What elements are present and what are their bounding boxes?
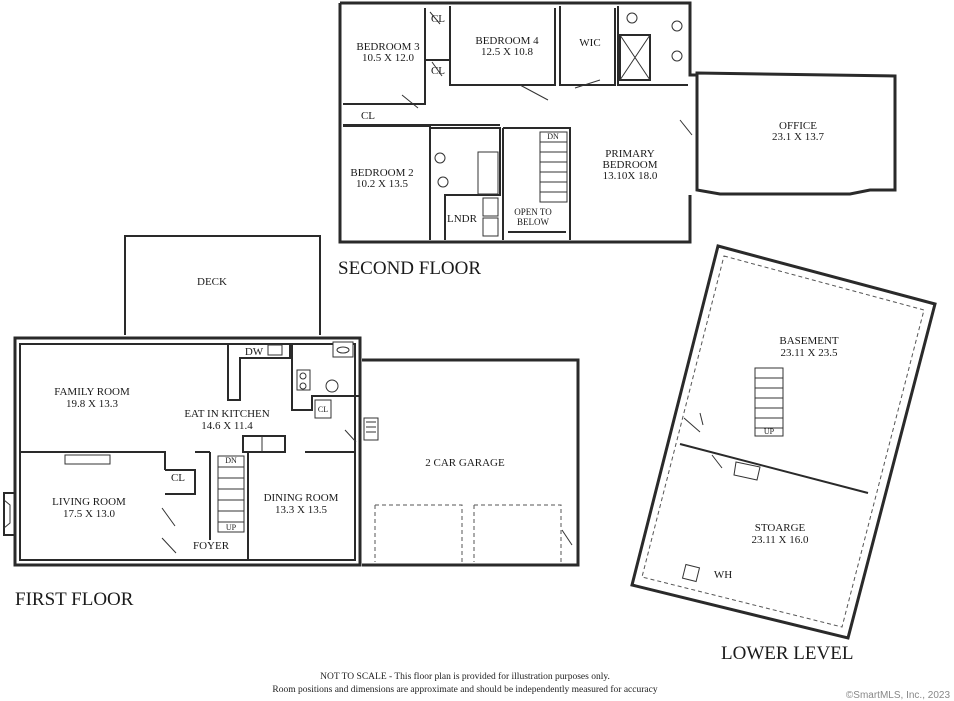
cl-label-3: CL [361,110,375,122]
kitchen-name: EAT IN KITCHEN [184,408,269,420]
second-floor-plan: DN [338,1,897,244]
bedroom3-dims: 10.5 X 12.0 [362,52,414,64]
second-floor-stairs: DN [539,131,568,203]
lower-level-label: LOWER LEVEL [721,643,853,664]
bedroom4-dims: 12.5 X 10.8 [481,46,533,58]
foyer-name: FOYER [193,540,230,552]
lower-stair-up: UP [764,427,775,436]
bedroom2-dims: 10.2 X 13.5 [356,178,408,190]
storage-dims: 23.11 X 16.0 [751,534,809,546]
lndr-name: LNDR [447,213,478,225]
first-floor-plan: DN UP [3,235,580,567]
family-name: FAMILY ROOM [54,386,130,398]
office-dims: 23.1 X 13.7 [772,131,824,143]
living-name: LIVING ROOM [52,496,126,508]
first-stair-up: UP [226,523,237,532]
primary-name2: BEDROOM [602,159,657,171]
family-dims: 19.8 X 13.3 [66,398,118,410]
dining-name: DINING ROOM [264,492,339,504]
primary-dims: 13.10X 18.0 [603,170,658,182]
dw-label: DW [245,346,264,358]
cl-label-2: CL [431,65,445,77]
deck-name: DECK [197,276,227,288]
stair-dn-label: DN [547,132,559,141]
cl-living-label: CL [171,472,185,484]
kitchen-dims: 14.6 X 11.4 [201,420,253,432]
basement-dims: 23.11 X 23.5 [780,347,838,359]
basement-name: BASEMENT [779,335,839,347]
wic-name: WIC [579,37,600,49]
storage-name: STOARGE [755,522,806,534]
first-floor-label: FIRST FLOOR [15,589,134,610]
bedroom3-name: BEDROOM 3 [356,41,420,53]
first-floor-stairs: DN UP [217,455,245,533]
garage-name: 2 CAR GARAGE [425,457,505,469]
second-floor-label: SECOND FLOOR [338,258,481,279]
first-stair-dn: DN [225,456,237,465]
disclaimer-line-1: NOT TO SCALE - This floor plan is provid… [320,672,610,682]
living-dims: 17.5 X 13.0 [63,508,115,520]
wh-label: WH [714,569,732,581]
bedroom2-name: BEDROOM 2 [350,167,413,179]
cl-label-1: CL [431,13,445,25]
copyright-notice: ©SmartMLS, Inc., 2023 [845,690,950,701]
lower-level-stairs: UP [754,367,784,437]
dining-dims: 13.3 X 13.5 [275,504,327,516]
office-name: OFFICE [779,120,817,132]
disclaimer-line-2: Room positions and dimensions are approx… [272,685,658,695]
open-below-line2: BELOW [517,217,549,227]
bedroom4-name: BEDROOM 4 [475,35,539,47]
lower-level-plan: UP [630,244,937,640]
open-below-line1: OPEN TO [514,207,552,217]
primary-name: PRIMARY [605,148,655,160]
cl-kitchen-label: CL [318,405,328,414]
